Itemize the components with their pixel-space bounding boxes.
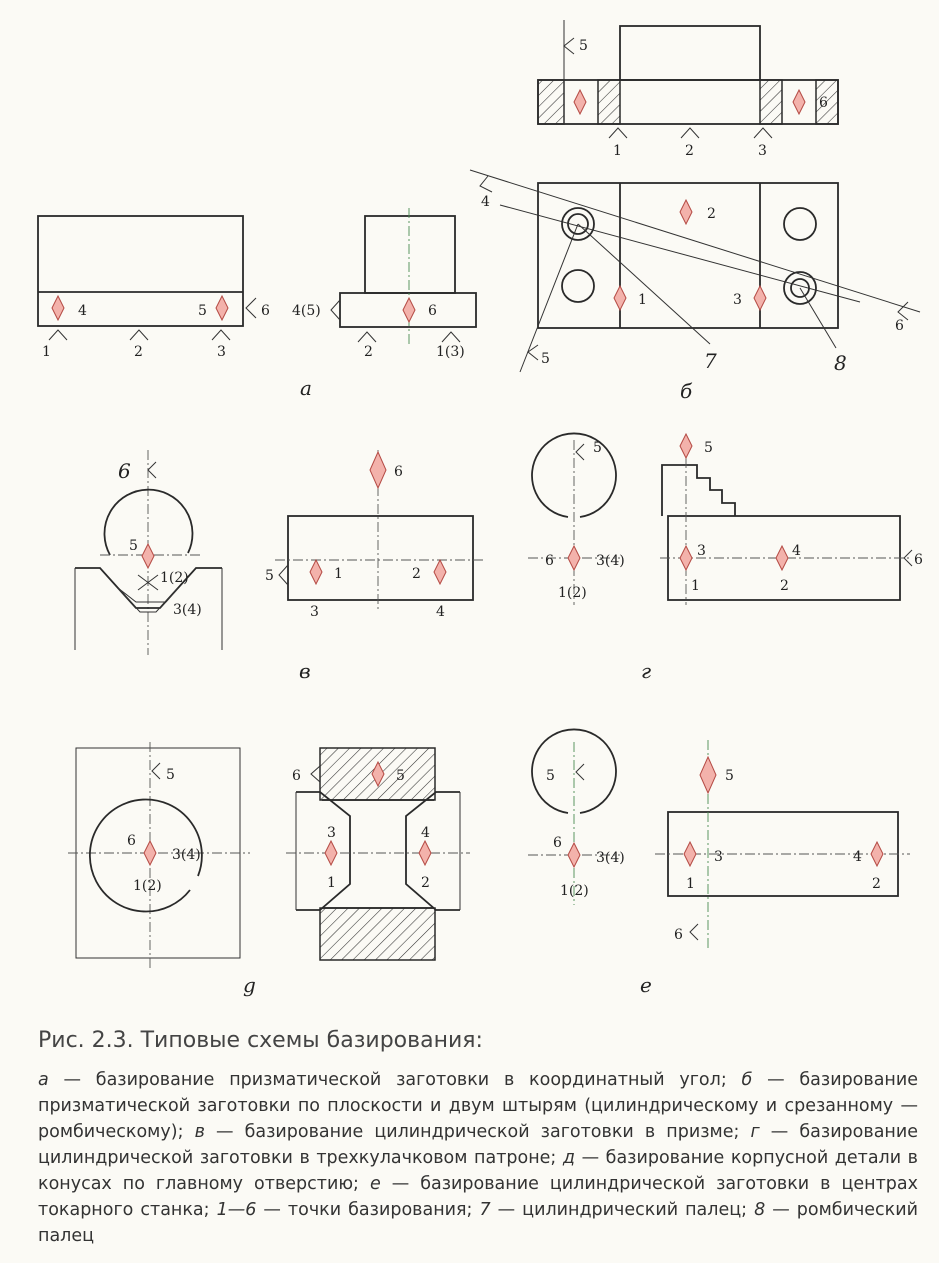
point-label: 5 <box>396 768 405 784</box>
caption-key: а <box>38 1070 49 1090</box>
point-label: 2 <box>421 875 430 891</box>
panel-e-scheme: 5 6 3(4) 1(2) 5 3 4 1 2 6 е <box>528 728 910 997</box>
panel-label-v: в <box>299 659 311 683</box>
caption-text: — точки базирования; <box>256 1200 480 1220</box>
point-label: 6 <box>819 95 828 111</box>
point-label: 2 <box>872 876 881 892</box>
point-label: 3(4) <box>172 847 201 863</box>
point-label: 5 <box>546 768 555 784</box>
caption-text: — базирование цилиндрической заготовки в… <box>38 1174 918 1220</box>
panel-label-d: g <box>243 973 256 997</box>
point-label: 3 <box>310 604 319 620</box>
point-label: 3 <box>714 849 723 865</box>
point-label: 4 <box>421 825 430 841</box>
panel-label-b: б <box>680 379 693 403</box>
panel-label-a: а <box>300 376 312 400</box>
figure-caption: Рис. 2.3. Типовые схемы базирования: а —… <box>38 1028 918 1249</box>
caption-body: а — базирование призматической заготовки… <box>38 1067 918 1249</box>
point-label: 1(3) <box>436 344 465 360</box>
point-label: 5 <box>725 768 734 784</box>
caption-text: — цилиндрический палец; <box>490 1200 755 1220</box>
point-label: 6 <box>394 464 403 480</box>
point-label: 3(4) <box>173 602 202 618</box>
basing-schemes-figure: 4 5 6 1 2 3 4(5) 6 2 1(3) а 5 6 1 <box>37 20 923 997</box>
caption-title: Рис. 2.3. Типовые схемы базирования: <box>38 1028 483 1053</box>
point-label: 6 <box>553 835 562 851</box>
panel-g-scheme: 5 6 3(4) 1(2) 5 3 4 6 1 2 г <box>528 432 923 683</box>
point-label: 3(4) <box>596 850 625 866</box>
point-label: 4 <box>792 543 801 559</box>
point-label: 1(2) <box>560 883 589 899</box>
panel-label-g: г <box>641 659 651 683</box>
caption-key: 1—6 <box>216 1200 257 1220</box>
point-label: 1 <box>42 344 51 360</box>
point-label: 1 <box>686 876 695 892</box>
point-label: 3(4) <box>596 553 625 569</box>
point-label: 6 <box>428 303 437 319</box>
point-label: 1(2) <box>133 878 162 894</box>
point-label: 1 <box>638 292 647 308</box>
caption-key: в <box>194 1122 205 1142</box>
point-label: 5 <box>579 38 588 54</box>
point-label: 4 <box>436 604 445 620</box>
caption-key: б <box>741 1070 753 1090</box>
panel-b-scheme: 5 6 1 2 3 4 2 1 3 5 6 7 8 б <box>469 20 921 403</box>
point-label: 6 <box>118 459 131 483</box>
point-label: 6 <box>914 552 923 568</box>
panel-a-scheme: 4 5 6 1 2 3 4(5) 6 2 1(3) а <box>37 208 477 400</box>
point-label: 4 <box>481 194 490 210</box>
point-label: 1 <box>327 875 336 891</box>
point-label: 2 <box>364 344 373 360</box>
point-label: 5 <box>198 303 207 319</box>
point-label: 5 <box>704 440 713 456</box>
point-label: 1 <box>334 566 343 582</box>
point-label-8: 8 <box>834 351 847 375</box>
caption-text: — ромбический палец <box>38 1200 918 1246</box>
point-label: 5 <box>593 440 602 456</box>
point-label: 5 <box>129 538 138 554</box>
caption-key: г <box>750 1122 760 1142</box>
point-label: 6 <box>127 833 136 849</box>
point-label: 1(2) <box>558 585 587 601</box>
point-label: 2 <box>707 206 716 222</box>
point-label: 2 <box>780 578 789 594</box>
caption-key: 8 <box>754 1200 766 1220</box>
point-label: 3 <box>697 543 706 559</box>
point-label: 1 <box>691 578 700 594</box>
caption-text: — базирование призматической заготовки п… <box>38 1070 919 1142</box>
point-label: 2 <box>685 143 694 159</box>
point-label: 6 <box>674 927 683 943</box>
point-label: 6 <box>895 318 904 334</box>
caption-text: — базирование корпусной детали в конусах… <box>38 1148 918 1194</box>
caption-key: д <box>562 1148 576 1168</box>
point-label: 3 <box>327 825 336 841</box>
point-label: 4(5) <box>292 303 321 319</box>
panel-v-scheme: 6 5 1(2) 3(4) 6 5 1 2 3 4 в <box>74 450 484 683</box>
point-label: 6 <box>545 553 554 569</box>
caption-key: 7 <box>479 1200 491 1220</box>
caption-text: — базирование цилиндрической заготовки в… <box>38 1122 918 1168</box>
point-label: 2 <box>412 566 421 582</box>
point-label: 6 <box>292 768 301 784</box>
point-label: 2 <box>134 344 143 360</box>
point-label: 4 <box>853 849 862 865</box>
point-label: 6 <box>261 303 270 319</box>
point-label: 5 <box>265 568 274 584</box>
point-label: 3 <box>217 344 226 360</box>
panel-label-e: е <box>640 973 652 997</box>
caption-text: — базирование призматической заготовки в… <box>48 1070 742 1090</box>
point-label: 5 <box>166 767 175 783</box>
point-label: 1(2) <box>160 570 189 586</box>
panel-d-scheme: 5 6 3(4) 1(2) 5 6 3 4 1 2 g <box>68 742 470 997</box>
point-label: 1 <box>613 143 622 159</box>
point-label: 4 <box>78 303 87 319</box>
point-label: 5 <box>541 351 550 367</box>
point-label: 3 <box>758 143 767 159</box>
caption-text: — базирование цилиндрической заготовки в… <box>204 1122 751 1142</box>
point-label: 3 <box>733 292 742 308</box>
caption-key: е <box>369 1174 381 1194</box>
point-label-7: 7 <box>704 349 717 373</box>
